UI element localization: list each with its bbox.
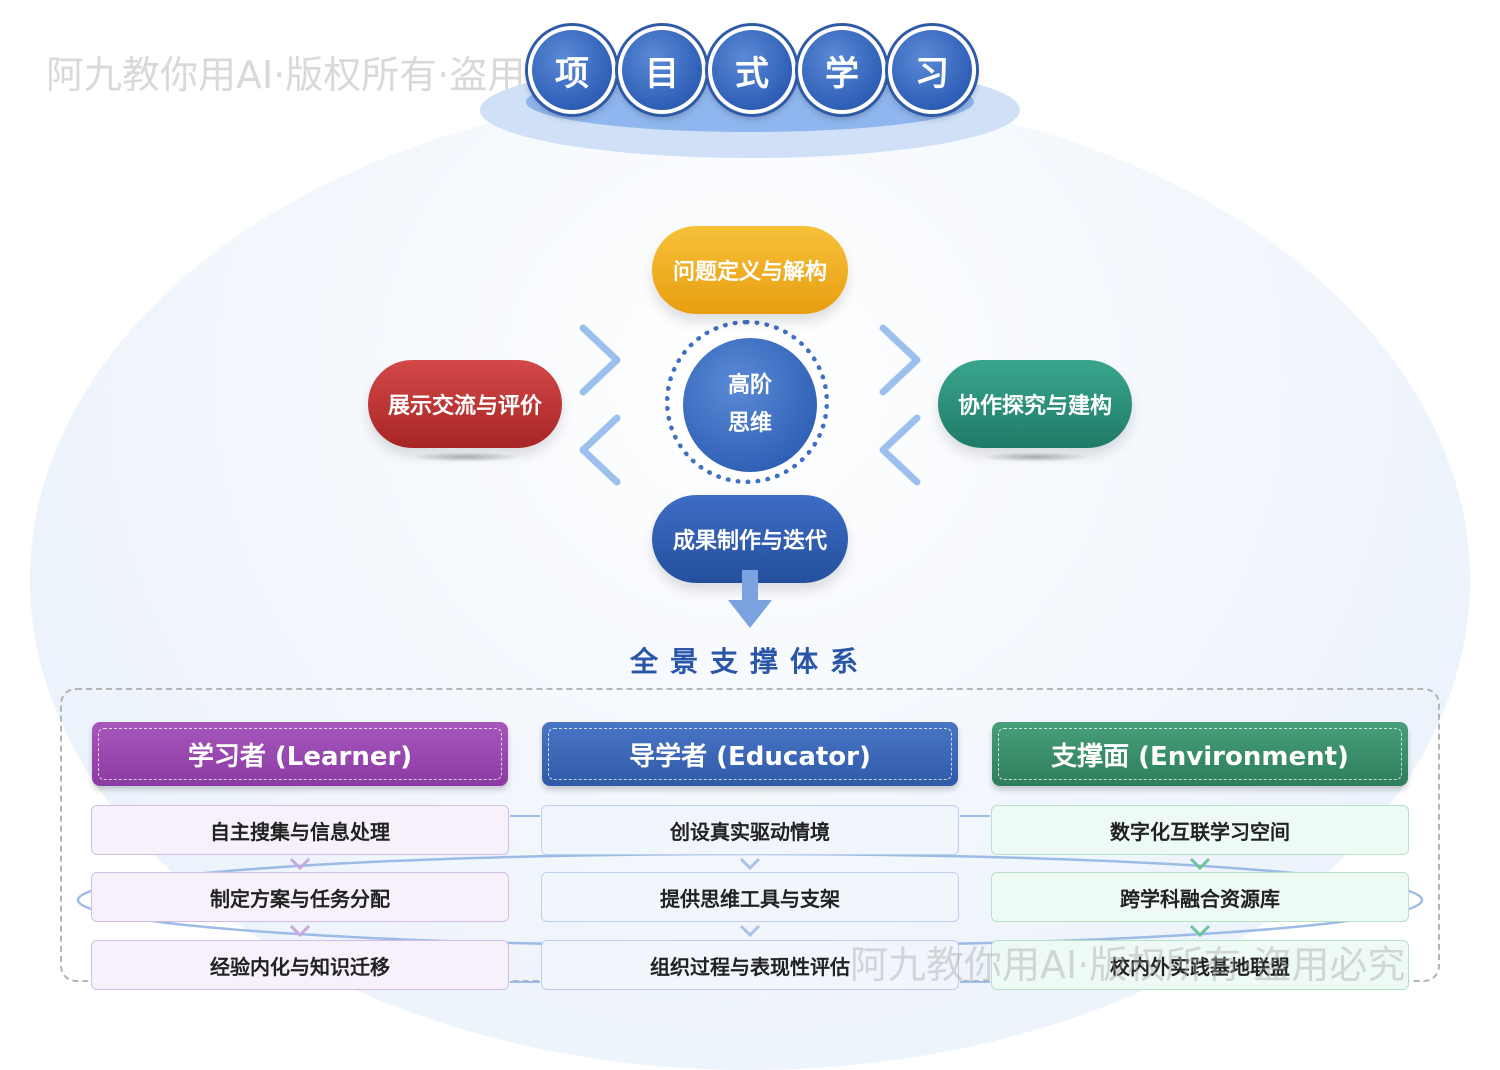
center-label-line1: 高阶 [727,373,772,398]
title-char-1: 项 [528,26,616,114]
educator-item-1: 创设真实驱动情境 [541,805,959,855]
learner-header: 学习者 (Learner) [92,722,508,786]
chevron-left-icon [879,414,921,486]
center-label-line2: 思维 [727,411,772,436]
left-chevrons [579,324,621,486]
learner-item-3: 经验内化与知识迁移 [91,940,509,990]
environment-item-1: 数字化互联学习空间 [991,805,1409,855]
chevron-down-icon [289,924,311,938]
environment-header: 支撑面 (Environment) [992,722,1408,786]
watermark-bottom: 阿九教你用AI·版权所有·盗用必究 [850,943,1406,987]
chevron-down-icon [1189,857,1211,871]
chevron-down-icon [739,857,761,871]
title-char-2: 目 [618,26,706,114]
stage-product-iteration: 成果制作与迭代 [652,495,848,583]
stage-presentation: 展示交流与评价 [368,360,562,448]
pill-shadow [980,452,1090,462]
down-arrow-icon [728,570,772,628]
title-char-4: 学 [798,26,886,114]
pill-shadow [410,452,520,462]
learner-item-1: 自主搜集与信息处理 [91,805,509,855]
title-char-3: 式 [708,26,796,114]
center-node: 高阶 思维 [683,338,817,472]
chevron-down-icon [289,857,311,871]
stage-collaborative-inquiry: 协作探究与建构 [938,360,1132,448]
stage-problem-definition: 问题定义与解构 [652,226,848,314]
chevron-right-icon [879,324,921,396]
right-chevrons [879,324,921,486]
educator-header: 导学者 (Educator) [542,722,958,786]
educator-item-3: 组织过程与表现性评估 [541,940,959,990]
chevron-left-icon [579,414,621,486]
support-system-title: 全景支撑体系 [629,645,870,678]
educator-item-2: 提供思维工具与支架 [541,872,959,922]
environment-item-3: 校内外实践基地联盟 [991,940,1409,990]
chevron-down-icon [1189,924,1211,938]
learner-item-2: 制定方案与任务分配 [91,872,509,922]
chevron-down-icon [739,924,761,938]
chevron-right-icon [579,324,621,396]
environment-item-2: 跨学科融合资源库 [991,872,1409,922]
title-char-5: 习 [888,26,976,114]
